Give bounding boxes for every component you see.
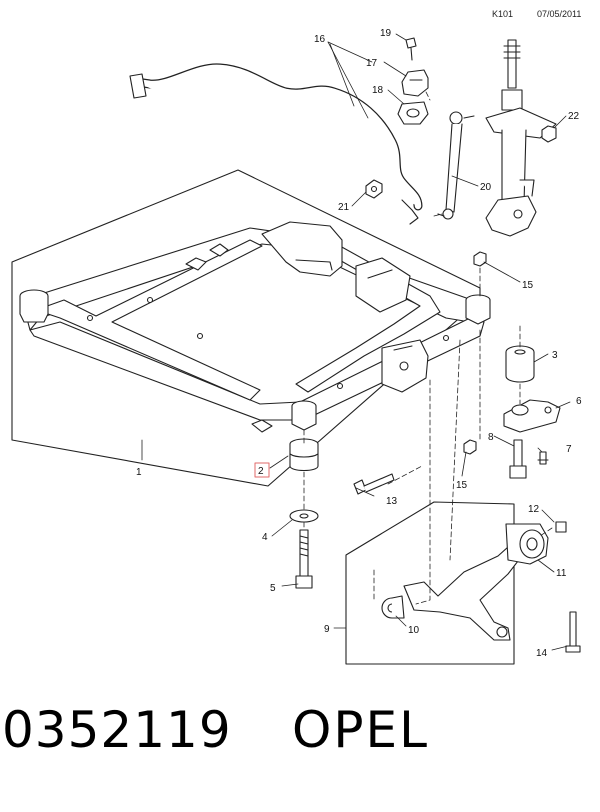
callout-7: 7 [566, 444, 572, 455]
bolt-7 [537, 451, 549, 465]
nut-15-upper [473, 251, 487, 267]
callout-18: 18 [372, 85, 384, 96]
callout-20: 20 [480, 182, 492, 193]
stabilizer-link [437, 111, 475, 220]
callout-9: 9 [324, 624, 330, 635]
bushing-10 [381, 595, 405, 619]
callout-17: 17 [366, 58, 378, 69]
bolt-5 [295, 529, 313, 589]
bolt-12 [555, 521, 567, 533]
diagram-date: 07/05/2011 [537, 9, 582, 19]
callout-22: 22 [568, 111, 580, 122]
mount-6 [503, 399, 561, 433]
callout-11: 11 [556, 568, 567, 579]
bolt-8 [509, 439, 527, 479]
diagram-code: K101 [492, 9, 514, 19]
bushing-3 [505, 345, 535, 383]
callout-14: 14 [536, 648, 548, 659]
callout-19: 19 [380, 28, 392, 39]
assembly-guide-lines [303, 91, 553, 605]
callout-21: 21 [338, 202, 350, 213]
callout-leaders [141, 33, 571, 651]
callout-13: 13 [386, 496, 398, 507]
stabilizer-bar [129, 63, 423, 225]
part-number: 0352119 [2, 701, 232, 759]
callout-15-lower: 15 [456, 480, 468, 491]
control-arm-group-outline [345, 501, 515, 665]
control-arm [403, 537, 529, 641]
callout-2: 2 [258, 466, 264, 477]
callout-6: 6 [576, 396, 582, 407]
callout-8: 8 [488, 432, 494, 443]
parts-diagram: 1 2 3 4 5 6 7 8 9 10 11 12 13 14 15 15 1… [11, 28, 582, 665]
callout-16: 16 [314, 34, 326, 45]
callout-1: 1 [136, 467, 142, 478]
callout-15-upper: 15 [522, 280, 534, 291]
callout-3: 3 [552, 350, 558, 361]
callout-4: 4 [262, 532, 268, 543]
bolt-14 [565, 611, 581, 653]
callout-10: 10 [408, 625, 420, 636]
bolt-13 [353, 473, 395, 495]
callout-labels: 1 2 3 4 5 6 7 8 9 10 11 12 13 14 15 15 1… [136, 28, 582, 659]
brand-name: OPEL [292, 701, 429, 759]
bushing-11 [505, 523, 549, 565]
shock-absorber-strut [485, 39, 557, 237]
stabilizer-bushing [397, 101, 429, 125]
front-crossmember [19, 221, 491, 433]
nut-15-lower [463, 439, 477, 455]
nut-22 [541, 125, 557, 143]
stabilizer-bracket [401, 69, 429, 97]
callout-5: 5 [270, 583, 276, 594]
bolt-19 [405, 37, 417, 61]
highlight-box-2 [254, 462, 270, 478]
nut-21 [365, 179, 383, 199]
washer-4 [289, 509, 319, 523]
callout-12: 12 [528, 504, 540, 515]
bushing-2 [289, 438, 319, 472]
